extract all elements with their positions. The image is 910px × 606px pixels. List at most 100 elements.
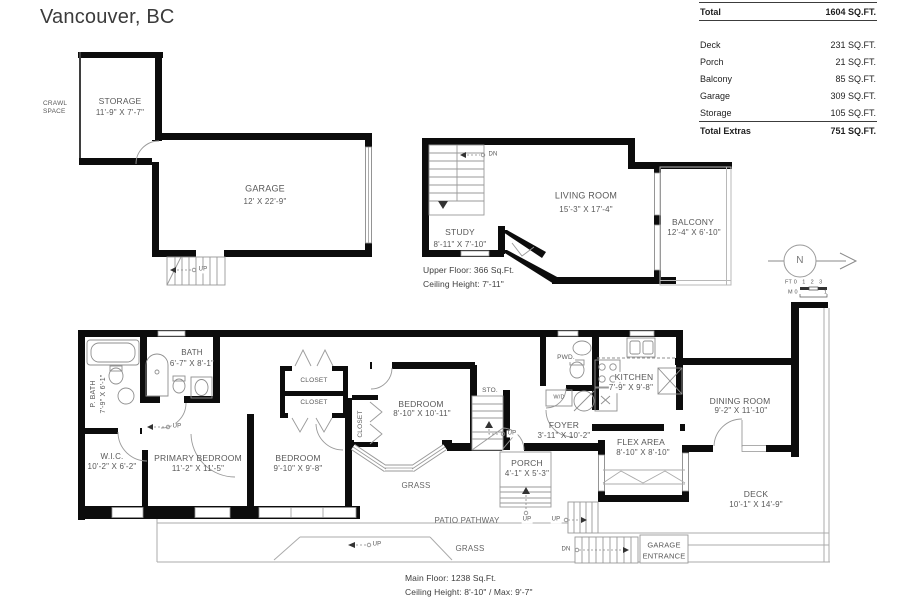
dishwasher-icon: [594, 387, 618, 412]
main-floor-stairs: [471, 395, 689, 564]
bedroom3-dims: 8'-10" X 10'-11": [393, 409, 451, 419]
summary-spacer: [699, 21, 877, 36]
deck-lower-stairs: [574, 536, 639, 564]
vanity-sink-icon: [190, 376, 213, 399]
main-floor-ceiling-note: Ceiling Height: 8'-10" / Max: 9'-7": [405, 586, 533, 597]
porch-up-marker: [522, 487, 530, 516]
upper-stairs: [428, 144, 485, 216]
garage-entrance-label-2: ENTRANCE: [642, 551, 686, 561]
summary-total-row: Total 1604 SQ.FT.: [699, 2, 877, 21]
summary-row-balcony: Balcony 85 SQ.FT.: [699, 70, 877, 87]
primary-bedroom-dims: 11'-2" X 11'-5": [171, 464, 225, 474]
summary-row-storage: Storage 105 SQ.FT.: [699, 104, 877, 121]
main-floor-walls: [78, 302, 828, 520]
porch-dims: 4'-1" X 5'-3": [504, 469, 550, 479]
pwd-door-arc: [545, 387, 567, 409]
path-up-marker: [348, 542, 372, 548]
summary-total-label: Total: [700, 7, 721, 17]
bedroom3-door-arc: [370, 367, 393, 390]
upper-floor-ceiling-note: Ceiling Height: 7'-11": [423, 278, 504, 289]
north-compass: [768, 244, 858, 278]
deck-dims: 10'-1" X 14'-9": [729, 500, 783, 510]
bath-dims: 6'-7" X 8'-1": [169, 359, 215, 369]
balcony-label: BALCONY: [671, 216, 715, 227]
flex-skylight-icon: [602, 469, 686, 485]
garage-entrance-box: [639, 534, 689, 564]
scale-bar: [799, 286, 828, 298]
closet-door-chevrons: [291, 348, 383, 445]
door-arcs: [117, 367, 743, 478]
dining-room-dims: 9'-2" X 11'-10": [714, 406, 768, 416]
pbath-dims: 7'-9" X 6'-1": [99, 374, 107, 414]
hall-up-marker: [147, 424, 171, 430]
row-label: Storage: [700, 108, 732, 118]
grass-border-lines: [273, 536, 453, 561]
row-value: 85 SQ.FT.: [835, 74, 876, 84]
summary-extras-value: 751 SQ.FT.: [830, 126, 876, 136]
row-value: 21 SQ.FT.: [835, 57, 876, 67]
deck-railing: [823, 308, 830, 562]
summary-row-garage: Garage 309 SQ.FT.: [699, 87, 877, 104]
bath-label: BATH: [181, 348, 203, 358]
pwd-label: PWD.: [557, 354, 575, 362]
scale-m-end: 1: [824, 289, 828, 296]
garage-stairs-up-marker: [170, 267, 197, 273]
bathtub-icon: [86, 339, 140, 366]
storage-garage-door-arc: [135, 140, 160, 165]
balcony-railing: [659, 166, 732, 286]
closet2-label: CLOSET: [300, 399, 328, 407]
pbath-label: P. BATH: [89, 380, 97, 408]
storage-room-dims: 11'-9" X 7'-7": [95, 108, 145, 118]
row-label: Porch: [700, 57, 724, 67]
grass-label-1: GRASS: [401, 481, 431, 491]
patio-pathway-label: PATIO PATHWAY: [434, 516, 500, 526]
area-summary-table: Total 1604 SQ.FT. Deck 231 SQ.FT. Porch …: [699, 2, 877, 139]
deck-edge-lines: [598, 532, 829, 546]
row-value: 105 SQ.FT.: [830, 108, 876, 118]
sto-stairs: [471, 395, 504, 451]
wic-dims: 10'-2" X 6'-2": [87, 462, 137, 472]
summary-row-porch: Porch 21 SQ.FT.: [699, 53, 877, 70]
kitchen-sink-icon: [626, 337, 656, 358]
shower-icon: [145, 353, 169, 397]
deck-dn-label: DN: [560, 546, 572, 554]
garage-room-dims: 12' X 22'-9": [243, 197, 287, 207]
wic-door-arc: [117, 431, 148, 462]
lower-floor-plan: [78, 52, 372, 286]
bedroom2-label: BEDROOM: [275, 452, 321, 463]
grass-label-2: GRASS: [455, 544, 485, 554]
closet3-label: CLOSET: [357, 410, 365, 438]
upper-floor-area-note: Upper Floor: 366 Sq.Ft.: [423, 264, 515, 275]
living-room-label: LIVING ROOM: [554, 190, 618, 201]
garage-stairs-up-label: UP: [197, 266, 209, 274]
foyer-label: FOYER: [548, 419, 580, 430]
sto-label: STO.: [482, 387, 498, 395]
toilet-icon: [108, 365, 124, 385]
deck-up-label: UP: [550, 516, 562, 524]
north-letter: N: [796, 255, 804, 266]
dining-room-label: DINING ROOM: [709, 395, 771, 406]
primary-bedroom-door-arc: [190, 433, 236, 478]
deck-label: DECK: [743, 488, 769, 499]
deck-upper-stairs: [567, 501, 599, 534]
summary-extras-label: Total Extras: [700, 126, 751, 136]
balcony-dims: 12'-4" X 6'-10": [667, 228, 721, 238]
storage-room-label: STORAGE: [98, 95, 142, 106]
sto-up-marker: [485, 421, 506, 437]
fireplace-icon: [511, 242, 535, 257]
bay-window: [351, 444, 447, 472]
sto-up-label: UP: [506, 430, 518, 438]
row-value: 309 SQ.FT.: [830, 91, 876, 101]
toilet-icon-2: [172, 375, 186, 394]
porch-label: PORCH: [511, 457, 543, 469]
sink-icon: [117, 387, 135, 405]
deck-dn-marker: [574, 547, 629, 553]
kitchen-label: KITCHEN: [614, 371, 654, 383]
page-title: Vancouver, BC: [40, 6, 175, 28]
flex-area-label: FLEX AREA: [616, 436, 666, 447]
path-up-label: UP: [371, 541, 383, 549]
garage-entrance-label-1: GARAGE: [647, 540, 681, 550]
pwd-sink-icon: [572, 340, 592, 356]
kitchen-dims: 7'-9" X 9'-8": [608, 383, 654, 393]
